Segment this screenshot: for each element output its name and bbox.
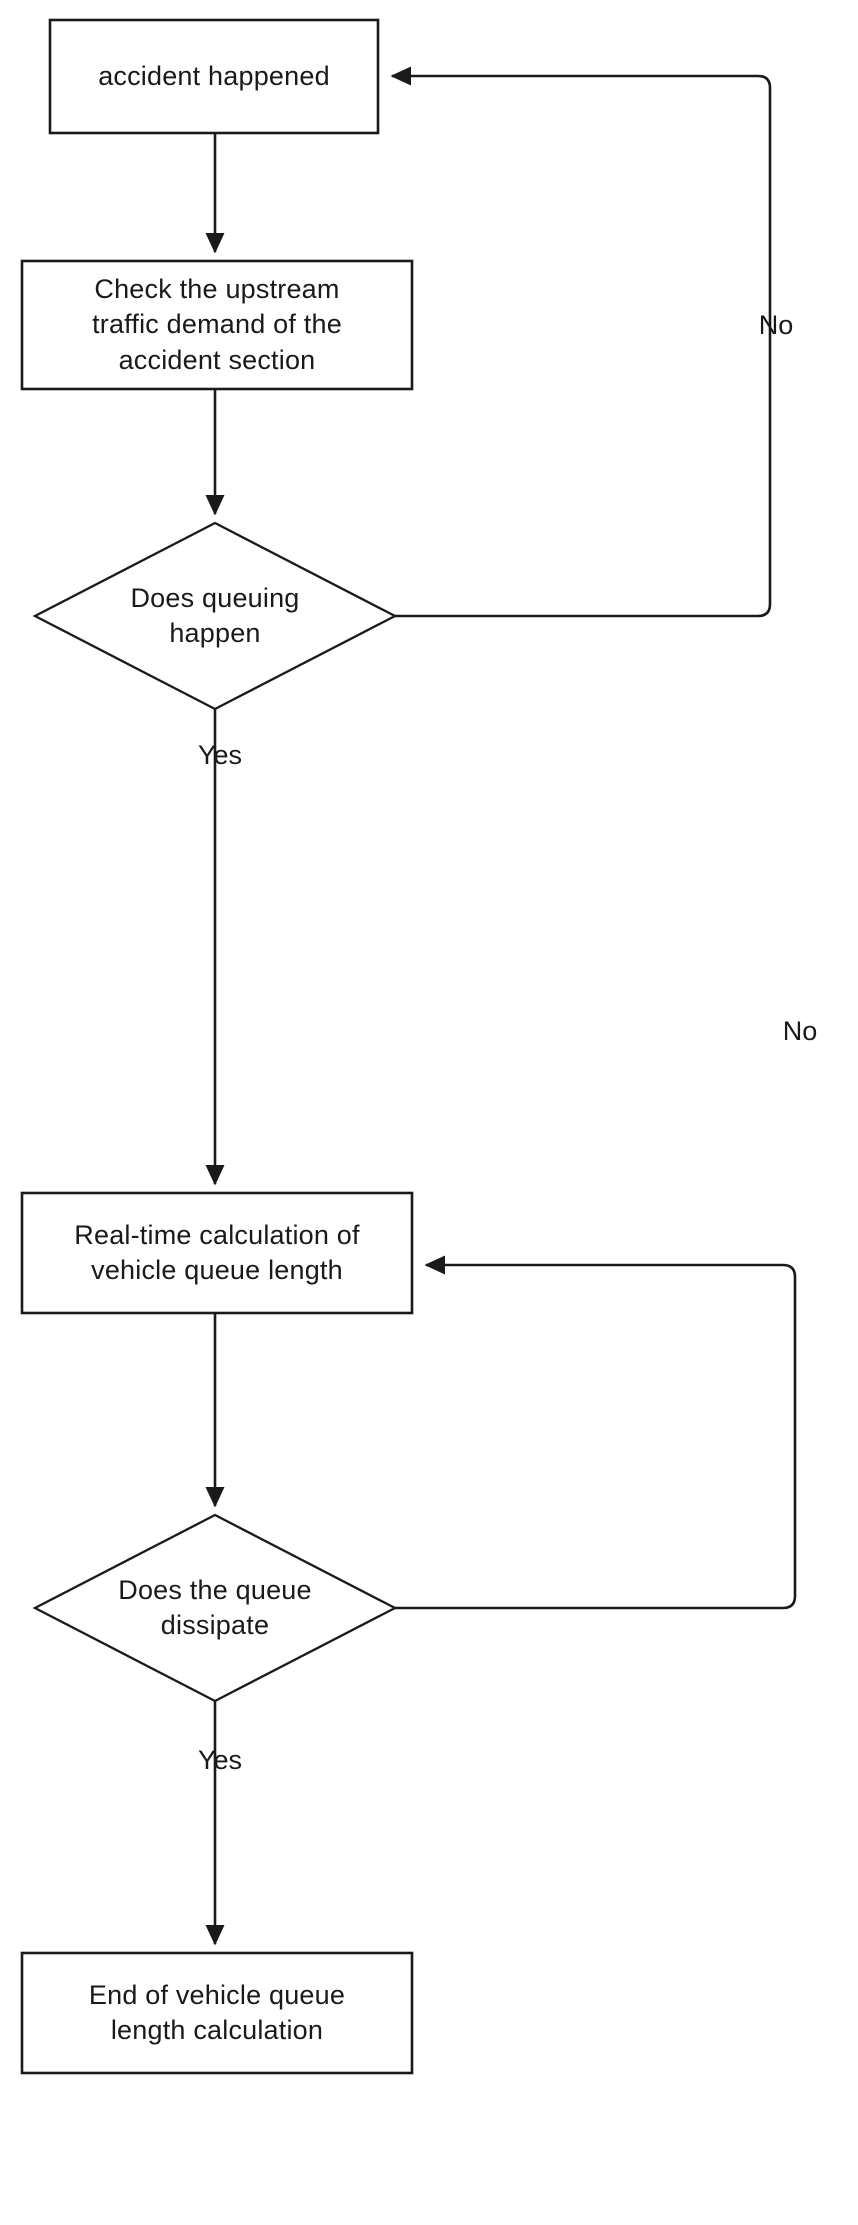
node-shape-end[interactable] <box>20 1951 414 2075</box>
node-shape-queuing-decision[interactable] <box>32 521 398 711</box>
node-shape-check-demand[interactable] <box>20 259 414 391</box>
node-shape-start[interactable] <box>48 18 380 135</box>
node-shape-dissipate-decision[interactable] <box>32 1513 398 1703</box>
edge-dissipate-decision-no-to-queue-length-calc <box>395 1255 797 1610</box>
node-shape-queue-length-calc[interactable] <box>20 1191 414 1315</box>
edge-queuing-decision-no-to-start <box>390 66 772 618</box>
